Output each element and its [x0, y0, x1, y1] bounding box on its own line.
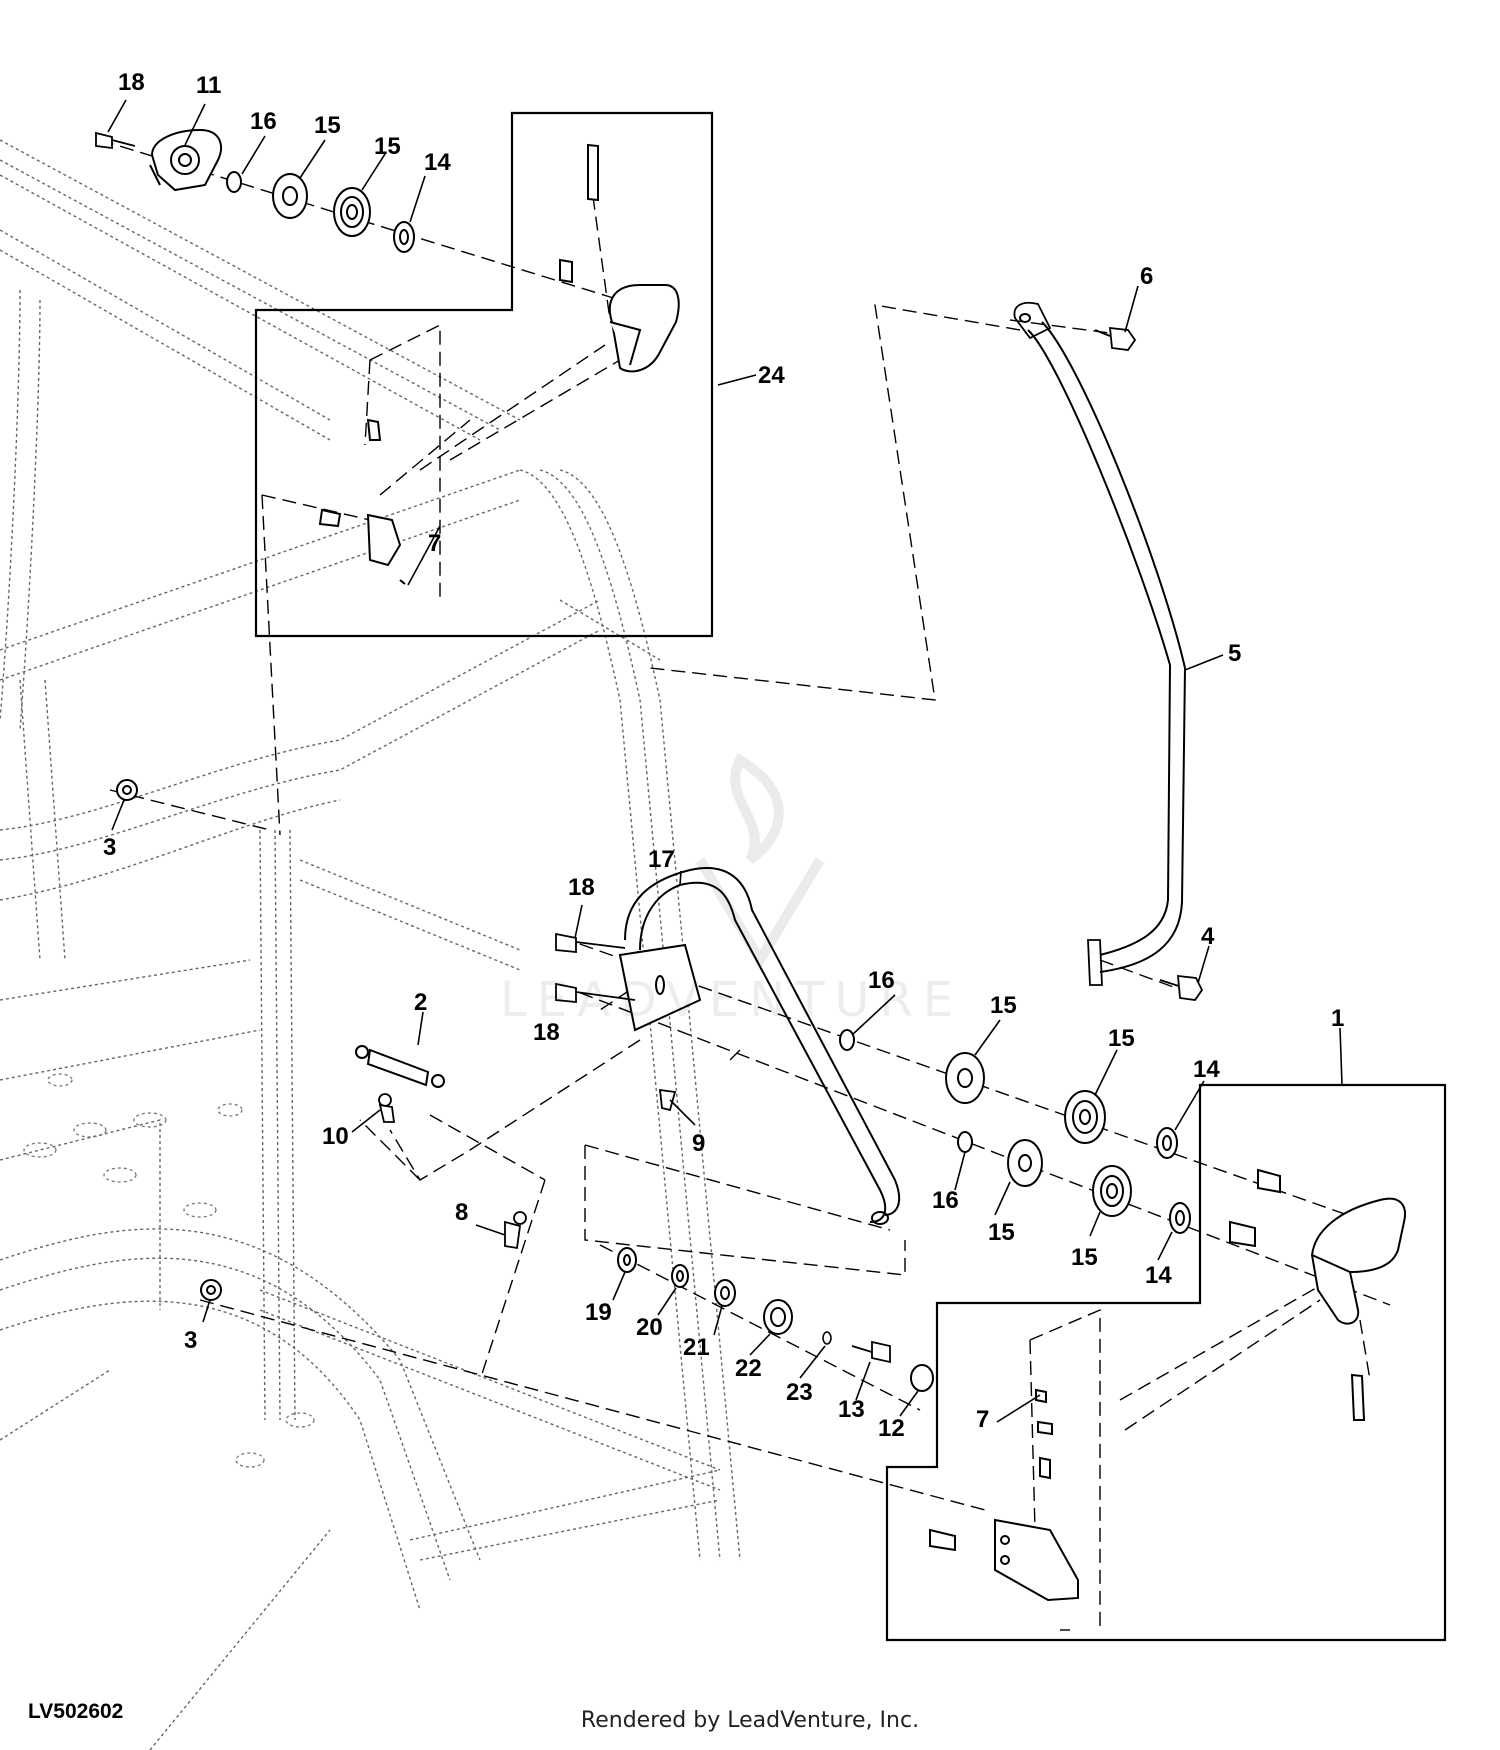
- callout-18: 18: [533, 1019, 560, 1046]
- washer-part-14-mid-lower: [1169, 1202, 1191, 1234]
- callout-1: 1: [1331, 1005, 1344, 1032]
- callout-17: 17: [648, 846, 675, 873]
- washer-part-19: [617, 1247, 637, 1273]
- bolt-part-18-top: [95, 131, 136, 150]
- callout-2: 2: [414, 989, 427, 1016]
- callout-24: 24: [758, 362, 785, 389]
- callout-14: 14: [1193, 1056, 1220, 1083]
- washer-part-14-top: [393, 221, 415, 253]
- callout-10: 10: [322, 1123, 349, 1150]
- washer-part-16-top: [226, 171, 242, 193]
- bushing-part-22: [763, 1299, 793, 1335]
- callout-3: 3: [103, 834, 116, 861]
- callout-7: 7: [976, 1406, 989, 1433]
- latch-assembly-part-1: [929, 1168, 1406, 1602]
- callout-6: 6: [1140, 263, 1153, 290]
- callout-23: 23: [786, 1379, 813, 1406]
- washer-part-15-mid-upper-b: [1064, 1090, 1106, 1144]
- callout-7: 7: [428, 530, 441, 557]
- callout-5: 5: [1228, 640, 1241, 667]
- callout-20: 20: [636, 1314, 663, 1341]
- callout-16: 16: [868, 967, 895, 994]
- floor-dimples-phantom: [23, 1073, 315, 1468]
- callout-15: 15: [1108, 1025, 1135, 1052]
- callout-15: 15: [374, 133, 401, 160]
- callout-9: 9: [692, 1130, 705, 1157]
- hinge-part-11: [149, 128, 222, 192]
- reference-code: LV502602: [28, 1700, 124, 1723]
- leader-lines: [107, 99, 1343, 1423]
- callout-15: 15: [990, 992, 1017, 1019]
- callout-16: 16: [932, 1187, 959, 1214]
- callout-13: 13: [838, 1396, 865, 1423]
- gas-strut-part-2: [355, 1045, 445, 1088]
- callout-16: 16: [250, 108, 277, 135]
- bolt-part-13: [851, 1340, 891, 1364]
- washer-part-15-mid-lower-a: [1007, 1139, 1043, 1187]
- latch-assembly-part-24: [318, 143, 680, 585]
- bolt-part-18-upper: [555, 932, 626, 953]
- watermark-text: LEADVENTURE: [500, 972, 964, 1028]
- pin-part-8: [504, 1211, 527, 1250]
- callout-12: 12: [878, 1415, 905, 1442]
- callout-18: 18: [118, 69, 145, 96]
- nut-part-3-lower: [200, 1279, 222, 1301]
- render-credit: Rendered by LeadVenture, Inc.: [580, 1708, 920, 1733]
- callout-3: 3: [184, 1327, 197, 1354]
- nut-part-3-upper: [116, 779, 138, 801]
- callout-18: 18: [568, 874, 595, 901]
- callout-19: 19: [585, 1299, 612, 1326]
- assist-handle-part-5: [1013, 301, 1187, 986]
- callout-14: 14: [424, 149, 451, 176]
- callout-15: 15: [1071, 1244, 1098, 1271]
- washer-part-20: [671, 1264, 689, 1288]
- detail-box-1: [885, 1083, 1447, 1642]
- callout-4: 4: [1201, 923, 1215, 950]
- detail-box-24: [254, 111, 714, 638]
- callout-11: 11: [196, 72, 221, 99]
- washer-part-15-mid-lower-b: [1092, 1165, 1132, 1217]
- grab-handle-part-17: [618, 867, 901, 1225]
- clip-part-23: [822, 1331, 832, 1345]
- cap-part-12: [910, 1364, 934, 1392]
- callout-21: 21: [683, 1334, 710, 1361]
- bolt-part-18-lower: [555, 982, 636, 1003]
- washer-part-16-mid-upper: [839, 1029, 855, 1051]
- leadventure-watermark-logo: [695, 752, 825, 970]
- bolt-part-4: [1159, 974, 1204, 1001]
- bolt-part-6: [1094, 326, 1137, 351]
- callout-15: 15: [988, 1219, 1015, 1246]
- cab-frame-phantom: [0, 139, 741, 1750]
- pin-part-9: [658, 1088, 677, 1112]
- callout-22: 22: [735, 1355, 762, 1382]
- callout-labels: 1 2 3 3 4 5 6 7 7 8 9 10 11 12 13 14 14 …: [103, 69, 1344, 1442]
- washer-part-14-mid-upper: [1156, 1127, 1178, 1159]
- washer-part-21: [714, 1279, 736, 1307]
- washer-part-15-top-b: [333, 187, 371, 237]
- callout-14: 14: [1145, 1262, 1172, 1289]
- callout-8: 8: [455, 1199, 468, 1226]
- callout-15: 15: [314, 112, 341, 139]
- washer-part-15-top-a: [272, 173, 308, 219]
- washer-part-15-mid-upper-a: [945, 1052, 985, 1104]
- washer-part-16-mid-lower: [957, 1131, 973, 1153]
- assembly-lines: [99, 139, 1391, 1631]
- pin-part-10: [378, 1093, 396, 1123]
